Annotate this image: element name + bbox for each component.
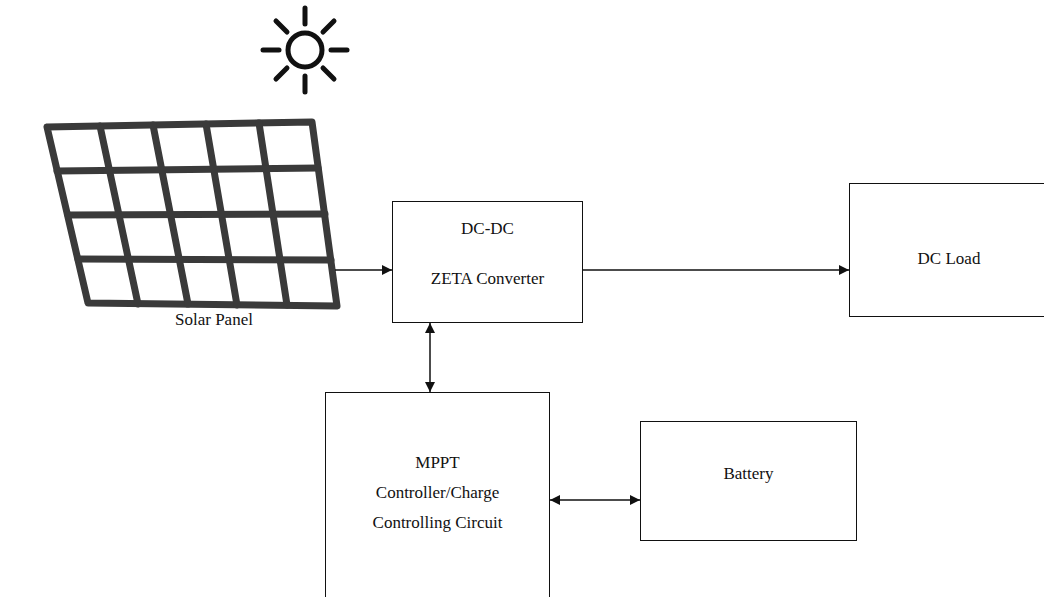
node-text: DC Load (918, 249, 981, 269)
process-box: DC-DC ZETA Converter (392, 201, 583, 323)
solar-panel: Solar Panel (40, 115, 335, 345)
connector-arrow (429, 323, 431, 392)
node-text: MPPT Controller/Charge Controlling Circu… (363, 448, 513, 538)
solar-panel-grid (47, 122, 337, 306)
connector-arrow (583, 269, 849, 271)
node-text: Solar Panel (175, 310, 253, 330)
connector-arrow (335, 269, 392, 271)
sun-icon (263, 8, 347, 92)
node-text: ZETA Converter (431, 269, 544, 289)
storage-box: Battery (640, 421, 857, 541)
connector-arrow (550, 499, 640, 501)
controller-box: MPPT Controller/Charge Controlling Circu… (325, 392, 550, 597)
node-text: DC-DC (461, 219, 514, 239)
load-box: DC Load (849, 183, 1044, 317)
node-text: Battery (723, 464, 773, 484)
